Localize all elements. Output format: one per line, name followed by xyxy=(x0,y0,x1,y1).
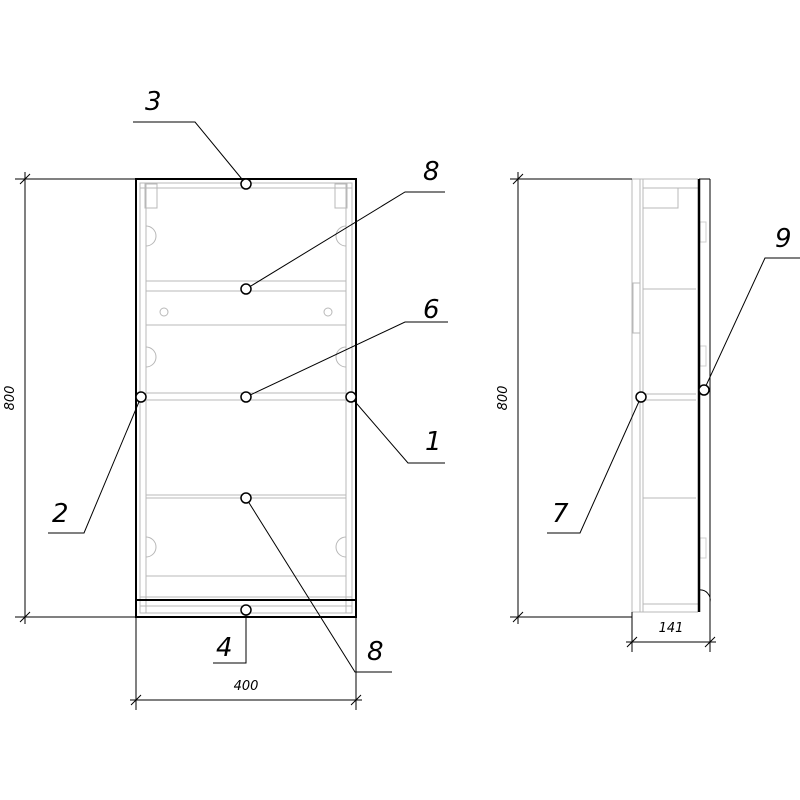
front-width-label: 400 xyxy=(234,679,259,694)
front-height-label: 800 xyxy=(3,386,18,411)
callout-9: 9 xyxy=(698,224,800,396)
svg-text:7: 7 xyxy=(552,499,569,529)
callout-8-bottom: 8 xyxy=(240,492,392,673)
front-view: 800 400 3 8 6 1 xyxy=(3,87,448,710)
svg-text:2: 2 xyxy=(52,499,69,529)
front-height-dimension: 800 xyxy=(3,172,136,624)
svg-text:8: 8 xyxy=(367,637,384,667)
callout-7: 7 xyxy=(547,391,647,534)
callout-6: 6 xyxy=(240,295,448,403)
svg-text:1: 1 xyxy=(425,427,442,457)
side-depth-dimension: 141 xyxy=(626,612,716,652)
side-depth-label: 141 xyxy=(659,621,684,636)
side-hinge xyxy=(698,589,711,603)
svg-text:3: 3 xyxy=(145,87,162,117)
callout-3: 3 xyxy=(133,87,252,190)
front-width-dimension: 400 xyxy=(130,617,362,710)
svg-text:9: 9 xyxy=(775,224,792,254)
side-height-dimension: 800 xyxy=(496,172,632,624)
callout-8-top: 8 xyxy=(240,157,445,295)
svg-text:8: 8 xyxy=(423,157,440,187)
side-view: 800 141 7 9 xyxy=(496,172,800,652)
side-height-label: 800 xyxy=(496,386,511,411)
callout-1: 1 xyxy=(345,391,445,464)
svg-text:4: 4 xyxy=(216,633,233,663)
front-shelves xyxy=(146,280,346,499)
callout-2: 2 xyxy=(48,391,147,534)
callout-4: 4 xyxy=(213,604,252,664)
svg-text:6: 6 xyxy=(423,295,440,325)
